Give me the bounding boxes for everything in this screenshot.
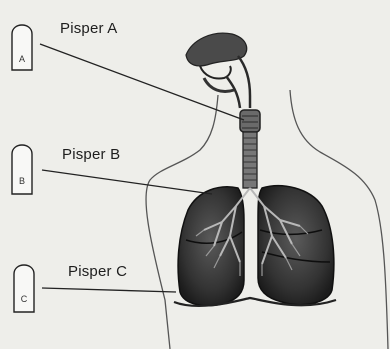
tube-b-letter: B — [19, 176, 25, 186]
label-pisper-a: Pisper A — [60, 20, 117, 37]
tube-c: C — [14, 265, 34, 312]
larynx — [240, 110, 260, 132]
tube-b: B — [12, 145, 32, 194]
pointer-line-c — [42, 288, 176, 292]
label-pisper-c: Pisper C — [68, 263, 127, 280]
pharynx — [226, 56, 250, 108]
tube-a-letter: A — [19, 54, 25, 64]
pointer-line-b — [42, 170, 212, 194]
tube-c-letter: C — [21, 294, 28, 304]
nasal-cavity — [186, 33, 247, 66]
label-pisper-b: Pisper B — [62, 146, 120, 163]
tube-a: A — [12, 25, 32, 70]
